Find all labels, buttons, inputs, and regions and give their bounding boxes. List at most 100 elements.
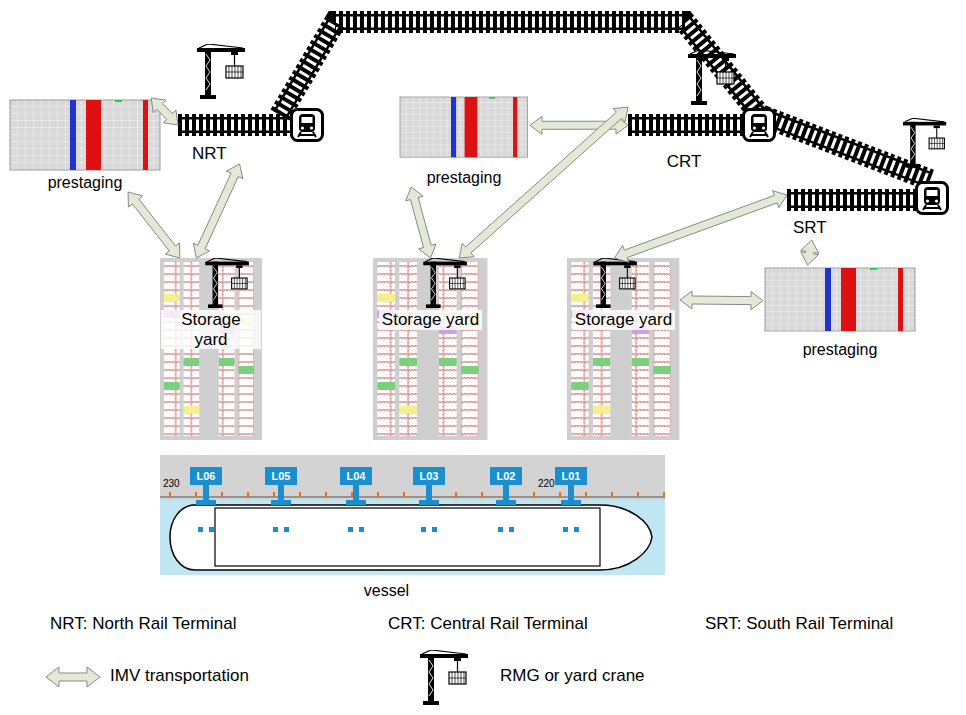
node-label: Storage yard xyxy=(572,310,675,330)
storage-yard: Storage yard xyxy=(567,258,680,440)
storage-yard-blocks xyxy=(567,258,679,440)
abbreviation-key: NRT: North Rail Terminal xyxy=(50,614,236,634)
quay-tick xyxy=(169,492,171,497)
crane-leg xyxy=(498,527,503,532)
crane-leg xyxy=(198,527,203,532)
crane-leg xyxy=(496,500,516,505)
crane-leg xyxy=(563,527,568,532)
quay-mark: 220 xyxy=(538,478,555,489)
vessel: vessel L06 L05 L04 L03 L02 L01 xyxy=(160,455,665,600)
crane-id: L01 xyxy=(562,470,581,483)
node-label: prestaging xyxy=(48,174,123,192)
node-label: CRT xyxy=(667,152,702,172)
quay-tick xyxy=(195,492,197,497)
legend-text: RMG or yard crane xyxy=(500,666,645,686)
legend-text: IMV transportation xyxy=(110,666,249,686)
storage-yard-blocks xyxy=(160,258,262,440)
legend-arrow-sample xyxy=(46,667,100,687)
quay-tick xyxy=(559,492,561,497)
yard-crane xyxy=(593,258,637,308)
quay-tick xyxy=(351,492,353,497)
rmg-crane xyxy=(903,118,946,168)
abbreviation-key: SRT: South Rail Terminal xyxy=(705,614,893,634)
crane-leg xyxy=(284,527,289,532)
imv-transport-arrow xyxy=(615,191,788,263)
prestaging-grid xyxy=(765,268,915,331)
quay-tick xyxy=(611,492,613,497)
crane-leg xyxy=(432,527,437,532)
crane-id: L04 xyxy=(347,470,366,483)
quay-tick xyxy=(455,492,457,497)
rail-terminal: NRT xyxy=(178,104,290,164)
quay-and-vessel xyxy=(160,455,665,575)
crane-leg xyxy=(503,484,509,502)
crane-leg xyxy=(353,484,359,502)
quay-tick xyxy=(377,492,379,497)
prestaging-area: prestaging xyxy=(763,265,917,359)
crane-leg xyxy=(421,527,426,532)
node-label: prestaging xyxy=(803,341,878,359)
crane-leg xyxy=(568,484,574,502)
quay-tick xyxy=(247,492,249,497)
legend-crane-sample xyxy=(420,650,468,705)
crane-id: L06 xyxy=(197,470,216,483)
abbreviation-key: CRT: Central Rail Terminal xyxy=(388,614,588,634)
imv-transport-arrow xyxy=(406,187,436,258)
crane-leg xyxy=(348,527,353,532)
storage-yard-blocks xyxy=(373,258,487,440)
node-label: vessel xyxy=(364,582,409,600)
crane-leg xyxy=(574,527,579,532)
prestaging-area: prestaging xyxy=(8,98,162,192)
rail-terminal: CRT xyxy=(628,100,740,172)
quay-mark: 230 xyxy=(163,478,180,489)
imv-transport-arrow xyxy=(193,164,243,258)
node-label: SRT xyxy=(793,218,827,238)
crane-leg xyxy=(509,527,514,532)
quay-tick xyxy=(299,492,301,497)
quay-crane-box: L03 xyxy=(413,467,445,485)
quay-tick xyxy=(533,492,535,497)
crane-leg xyxy=(203,484,209,502)
node-label: prestaging xyxy=(427,169,502,187)
quay-crane-box: L04 xyxy=(340,467,372,485)
quay-tick xyxy=(273,492,275,497)
node-label: Storage yard xyxy=(379,310,482,330)
prestaging-grid xyxy=(400,97,528,157)
rail-terminal: SRT xyxy=(787,180,917,240)
rmg-crane xyxy=(688,50,736,105)
crane-leg xyxy=(426,484,432,502)
quay-tick xyxy=(637,492,639,497)
quay-crane-box: L01 xyxy=(555,467,587,485)
crane-leg xyxy=(419,500,439,505)
crane-leg xyxy=(209,527,214,532)
train-icon xyxy=(744,110,775,141)
crane-id: L03 xyxy=(420,470,439,483)
imv-transport-arrow xyxy=(680,291,763,310)
crane-leg xyxy=(561,500,581,505)
yard-crane xyxy=(423,258,467,308)
node-label: NRT xyxy=(192,144,227,164)
yard-crane xyxy=(205,258,249,308)
quay-crane-box: L06 xyxy=(190,467,222,485)
imv-transport-arrow xyxy=(128,192,180,258)
quay-crane-box: L05 xyxy=(265,467,297,485)
rmg-crane xyxy=(197,44,245,99)
train-icon xyxy=(917,183,948,214)
quay-tick xyxy=(585,492,587,497)
crane-leg xyxy=(196,500,216,505)
prestaging-area: prestaging xyxy=(398,95,530,187)
prestaging-grid xyxy=(10,100,160,170)
crane-id: L02 xyxy=(497,470,516,483)
crane-leg xyxy=(346,500,366,505)
quay-tick xyxy=(221,492,223,497)
storage-yard: Storage yard xyxy=(373,258,488,440)
crane-leg xyxy=(271,500,291,505)
quay-tick xyxy=(481,492,483,497)
quay-tick xyxy=(403,492,405,497)
crane-id: L05 xyxy=(272,470,291,483)
imv-transport-arrow xyxy=(801,240,819,265)
quay-tick xyxy=(663,492,665,497)
node-label: Storage yard xyxy=(161,310,261,349)
imv-transport-arrow xyxy=(151,98,178,125)
